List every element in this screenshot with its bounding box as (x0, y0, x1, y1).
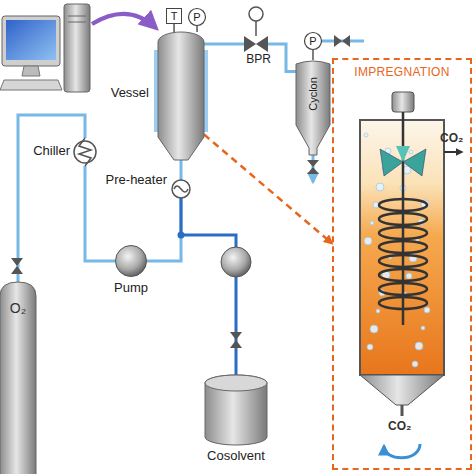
panel-title: IMPREGNATION (334, 66, 470, 80)
computer-icon (0, 4, 90, 92)
part-name: Vessel (111, 86, 149, 101)
cosolvent-tank-shape (205, 375, 267, 445)
pressure-gauge: P (188, 8, 206, 26)
gauge-label: P (193, 11, 200, 24)
pipe-connector (180, 160, 183, 180)
impregnation-panel: IMPREGNATION (332, 58, 472, 470)
chiller-shape (74, 138, 96, 166)
pre-heater-shape (172, 180, 190, 198)
pipe-connector (204, 43, 244, 46)
cosolvent-valve (230, 332, 242, 348)
cyclone-separator: Cyclon (296, 60, 330, 155)
bpr-gauge (249, 7, 263, 36)
pressure-gauge: P (304, 32, 322, 50)
chiller: Chiller (74, 138, 96, 166)
stream-label: CO₂ (388, 419, 411, 433)
sensor-label: T (171, 10, 178, 23)
co2-tank: O₂ (0, 282, 36, 474)
part-name: Cosolvent (207, 449, 265, 464)
pipe-connector (181, 198, 236, 375)
part-name: Pre-heater (106, 173, 167, 188)
part-name: BPR (246, 53, 271, 67)
bpr-valve: BPR (244, 36, 268, 52)
impregnation-vessel (360, 92, 462, 458)
pipe-connector (268, 44, 296, 71)
cosolvent-pump (221, 247, 251, 277)
pump-shape (115, 245, 147, 277)
vessel: Vessel (158, 32, 204, 160)
pipe-connector (312, 50, 314, 60)
bpr-valve-shape (244, 36, 268, 52)
pipe-connector (173, 24, 175, 32)
pipe-connector (196, 26, 198, 32)
sensor-box: T (166, 8, 182, 24)
pipe-connector (147, 198, 181, 261)
tank-label: O₂ (0, 282, 36, 316)
stream-label: CO₂ (440, 131, 463, 145)
impregnation-panel-shape (334, 60, 474, 472)
gauge-label: P (309, 35, 316, 48)
cosolvent-tank: Cosolvent (205, 375, 267, 445)
pre-heater: Pre-heater (172, 180, 190, 198)
junction-dot (178, 232, 185, 239)
control-arrow (92, 14, 156, 28)
part-name: Chiller (33, 144, 70, 159)
pipe-connector (18, 115, 85, 282)
part-name: Cyclon (307, 77, 320, 111)
pump: Pump (115, 245, 147, 277)
vessel-shape (158, 32, 204, 160)
part-name: Pump (114, 281, 148, 296)
tank-valve (11, 258, 23, 274)
